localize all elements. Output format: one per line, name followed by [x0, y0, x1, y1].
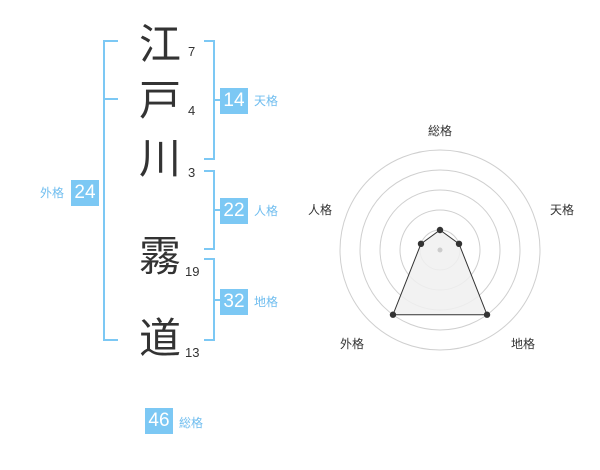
name-char-5: 道 [138, 314, 181, 363]
chikaku-value-badge: 32 [220, 289, 248, 315]
radar-axis-label-jinkaku: 人格 [308, 203, 333, 217]
radar-axis-label-tenkaku: 天格 [550, 203, 575, 217]
name-char-4: 霧 [138, 232, 181, 281]
name-char-3: 川 [138, 134, 181, 183]
gaikaku-bracket [103, 40, 118, 341]
radar-point-4 [389, 311, 397, 318]
stroke-count-1: 7 [188, 44, 196, 59]
gaikaku-value-badge: 24 [71, 180, 99, 206]
radar-point-1 [436, 226, 444, 234]
gaikaku-label: 外格 [40, 186, 65, 200]
radar-point-2 [455, 240, 463, 248]
jinkaku-value-badge: 22 [220, 198, 248, 224]
stroke-count-5: 13 [185, 345, 200, 360]
stroke-count-4: 19 [185, 264, 200, 279]
name-char-2: 戸 [138, 76, 181, 125]
jinkaku-label: 人格 [254, 204, 279, 218]
chikaku-label: 地格 [254, 295, 279, 309]
radar-point-5 [417, 240, 425, 248]
stroke-count-2: 4 [188, 103, 196, 118]
name-char-1: 江 [138, 20, 181, 69]
tenkaku-label: 天格 [254, 94, 279, 108]
radar-grid-ring [359, 169, 521, 331]
radar-axis-label-gaikaku: 外格 [340, 337, 365, 351]
radar-axis-label-soukaku: 総格 [428, 124, 453, 138]
radar-center-dot [437, 247, 443, 253]
radar-axis-label-chikaku: 地格 [511, 337, 536, 351]
radar-point-3 [483, 311, 491, 318]
radar-grid-ring [339, 149, 541, 351]
radar-value-polygon [392, 229, 488, 316]
soukaku-value-badge: 46 [145, 408, 173, 434]
stroke-count-3: 3 [188, 165, 196, 180]
tenkaku-value-badge: 14 [220, 88, 248, 114]
soukaku-label: 総格 [179, 416, 204, 430]
